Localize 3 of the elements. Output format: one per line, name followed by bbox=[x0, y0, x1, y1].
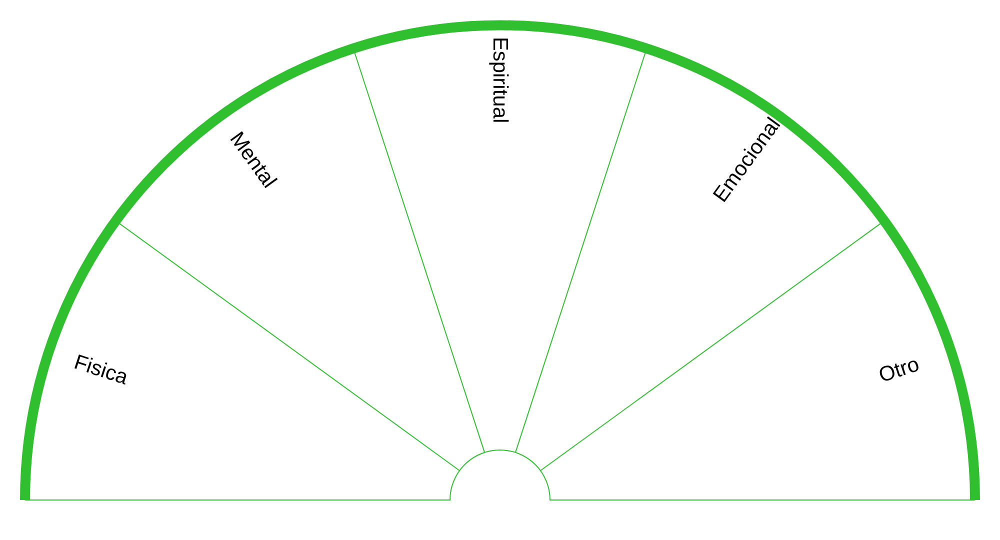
sector-label: Otro bbox=[876, 354, 922, 386]
sector-label: Fisica bbox=[71, 352, 130, 389]
sector-label: Espiritual bbox=[490, 36, 510, 124]
